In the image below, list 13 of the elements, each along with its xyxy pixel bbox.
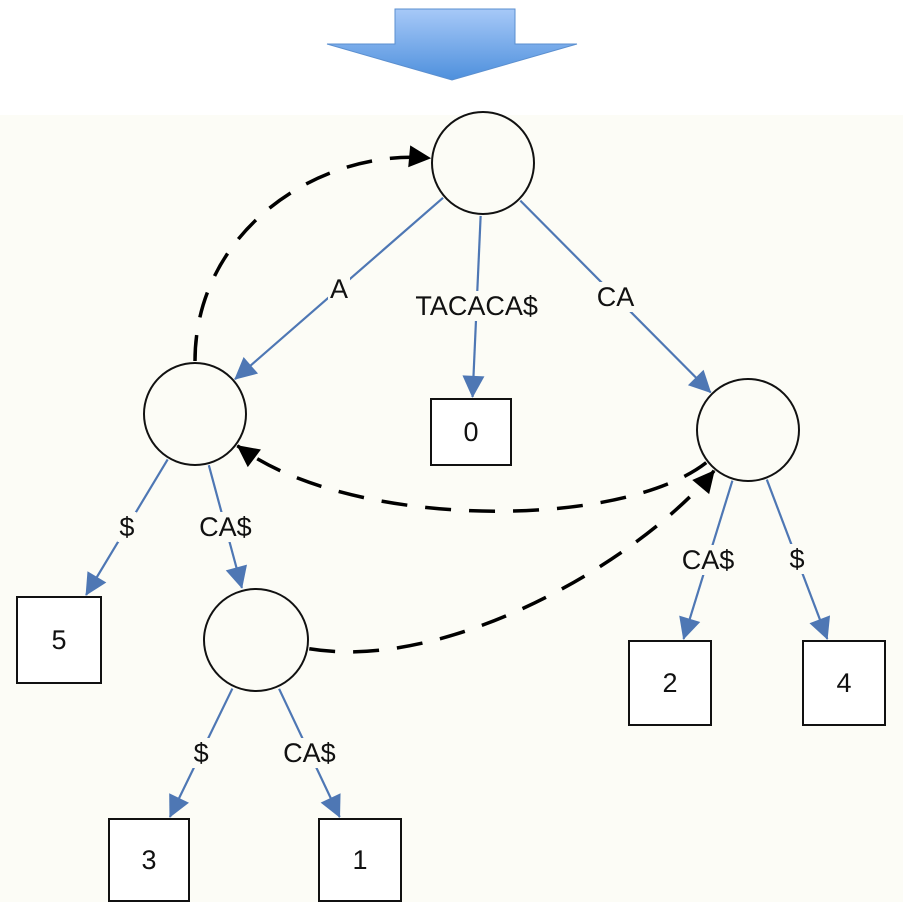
edge-label: $ bbox=[117, 512, 136, 542]
dashed-arrow bbox=[193, 146, 432, 362]
edge-label: TACACA$ bbox=[413, 291, 540, 322]
leaf-node: 5 bbox=[16, 596, 102, 684]
leaf-node: 3 bbox=[108, 818, 190, 902]
arrow bbox=[234, 197, 444, 380]
leaf-node: 4 bbox=[802, 640, 886, 726]
edge-label: $ bbox=[192, 738, 211, 768]
leaf-node: 2 bbox=[628, 640, 712, 726]
edge-label: $ bbox=[788, 544, 807, 574]
dashed-arrow bbox=[309, 470, 716, 654]
leaf-node: 0 bbox=[430, 398, 512, 466]
leaf-node: 1 bbox=[318, 818, 402, 902]
